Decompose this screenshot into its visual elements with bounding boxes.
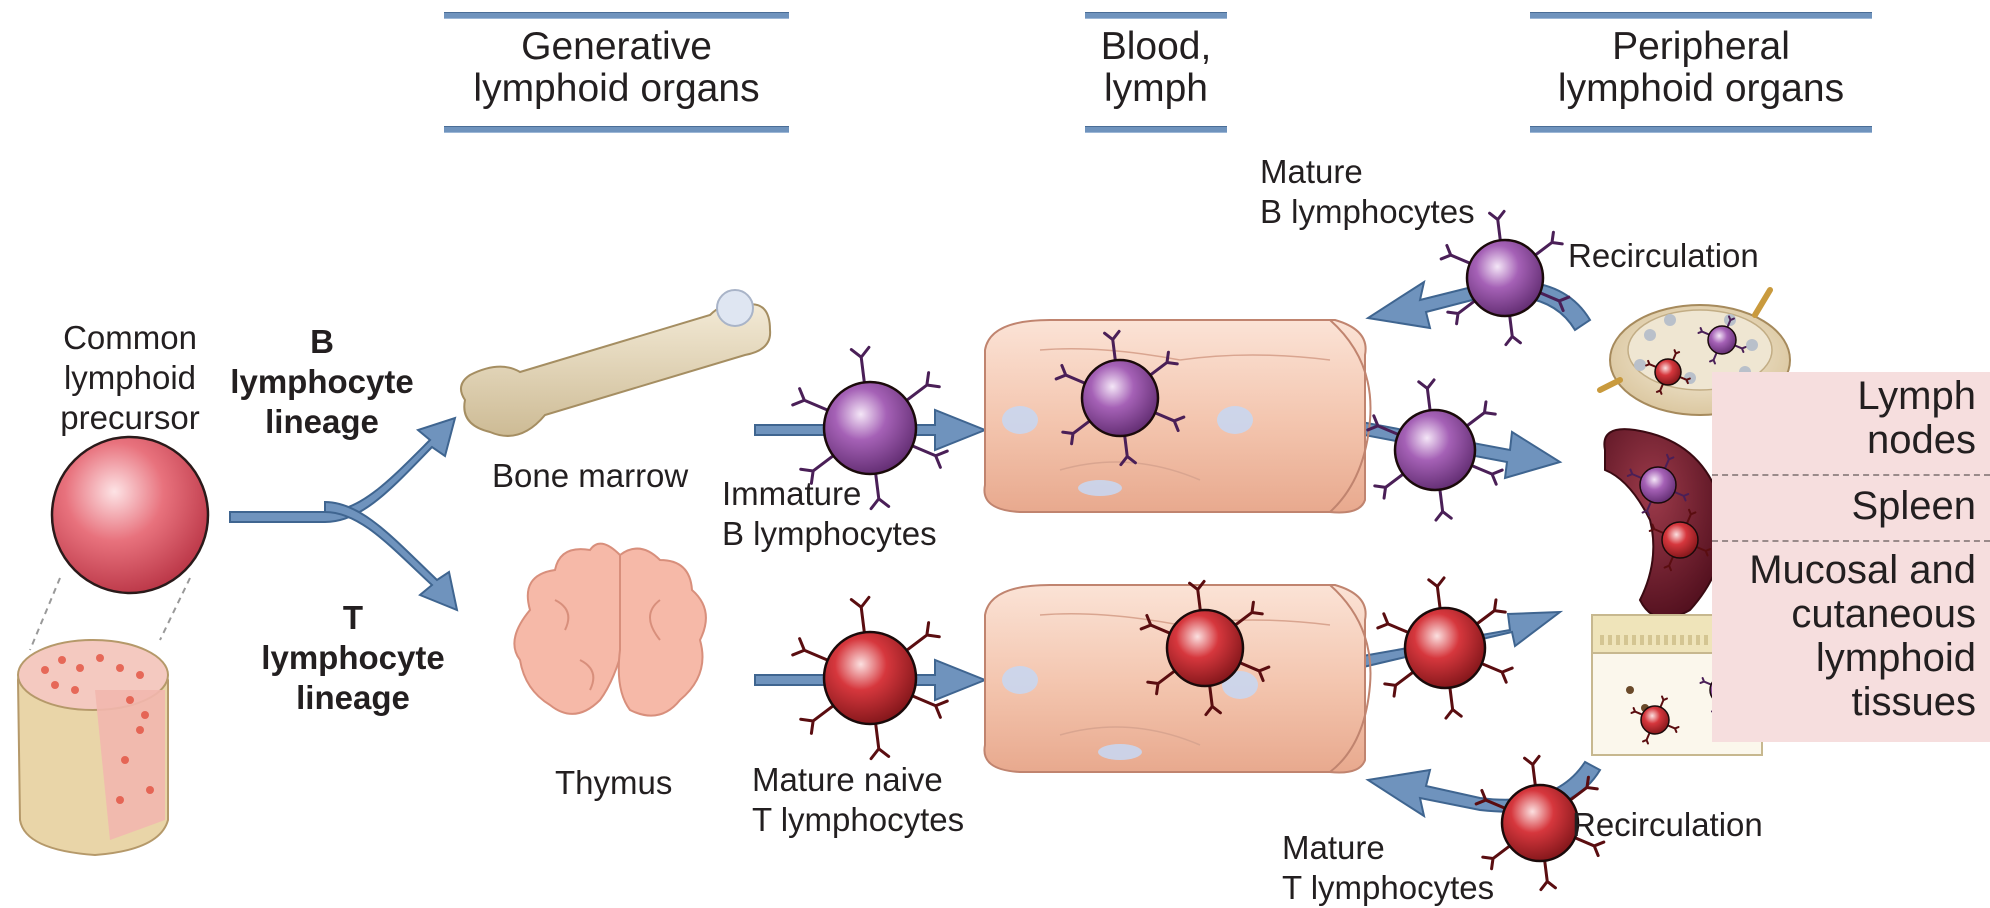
bone-marrow-label: Bone marrow <box>492 456 688 496</box>
precursor-label: Common lymphoid precursor <box>30 318 230 438</box>
mature-naive-t-label: Mature naive T lymphocytes <box>752 760 964 840</box>
spleen-label: Spleen <box>1851 484 1976 528</box>
header-peripheral-bottom-bar <box>1530 126 1872 133</box>
t-lineage-label: T lymphocyte lineage <box>248 598 458 718</box>
header-blood-bottom-bar <box>1085 126 1227 133</box>
recirculation-arrows <box>1368 282 1600 816</box>
b-lineage-label: B lymphocyte lineage <box>222 322 422 442</box>
recirculation-top-label: Recirculation <box>1568 236 1759 276</box>
mature-b-label: Mature B lymphocytes <box>1260 152 1475 232</box>
header-blood: Blood, lymph <box>1085 26 1227 110</box>
header-peripheral: Peripheral lymphoid organs <box>1530 26 1872 110</box>
blood-vessel-lower <box>984 585 1370 773</box>
header-generative-bottom-bar <box>444 126 789 133</box>
bone-icon <box>461 290 770 436</box>
bone-marrow-section <box>18 640 168 855</box>
header-peripheral-top-bar <box>1530 12 1872 19</box>
thymus-label: Thymus <box>555 763 672 803</box>
lineage-split-arrow <box>230 418 457 610</box>
header-generative: Generative lymphoid organs <box>444 26 789 110</box>
spleen-icon <box>1604 429 1723 618</box>
mucosal-tissues-label: Mucosal and cutaneous lymphoid tissues <box>1749 548 1976 724</box>
divider-spleen-mucosal <box>1712 540 1990 542</box>
immature-b-label: Immature B lymphocytes <box>722 474 937 554</box>
precursor-cell <box>30 437 208 650</box>
blood-vessel-upper <box>984 320 1370 513</box>
header-generative-top-bar <box>444 12 789 19</box>
mature-t-label: Mature T lymphocytes <box>1282 828 1494 908</box>
t-cell-exiting-vessel <box>1378 578 1512 718</box>
recirculation-bottom-label: Recirculation <box>1572 805 1763 845</box>
header-blood-top-bar <box>1085 12 1227 19</box>
divider-lymph-spleen <box>1712 474 1990 476</box>
thymus-icon <box>514 544 706 716</box>
lymph-nodes-label: Lymph nodes <box>1857 374 1976 462</box>
